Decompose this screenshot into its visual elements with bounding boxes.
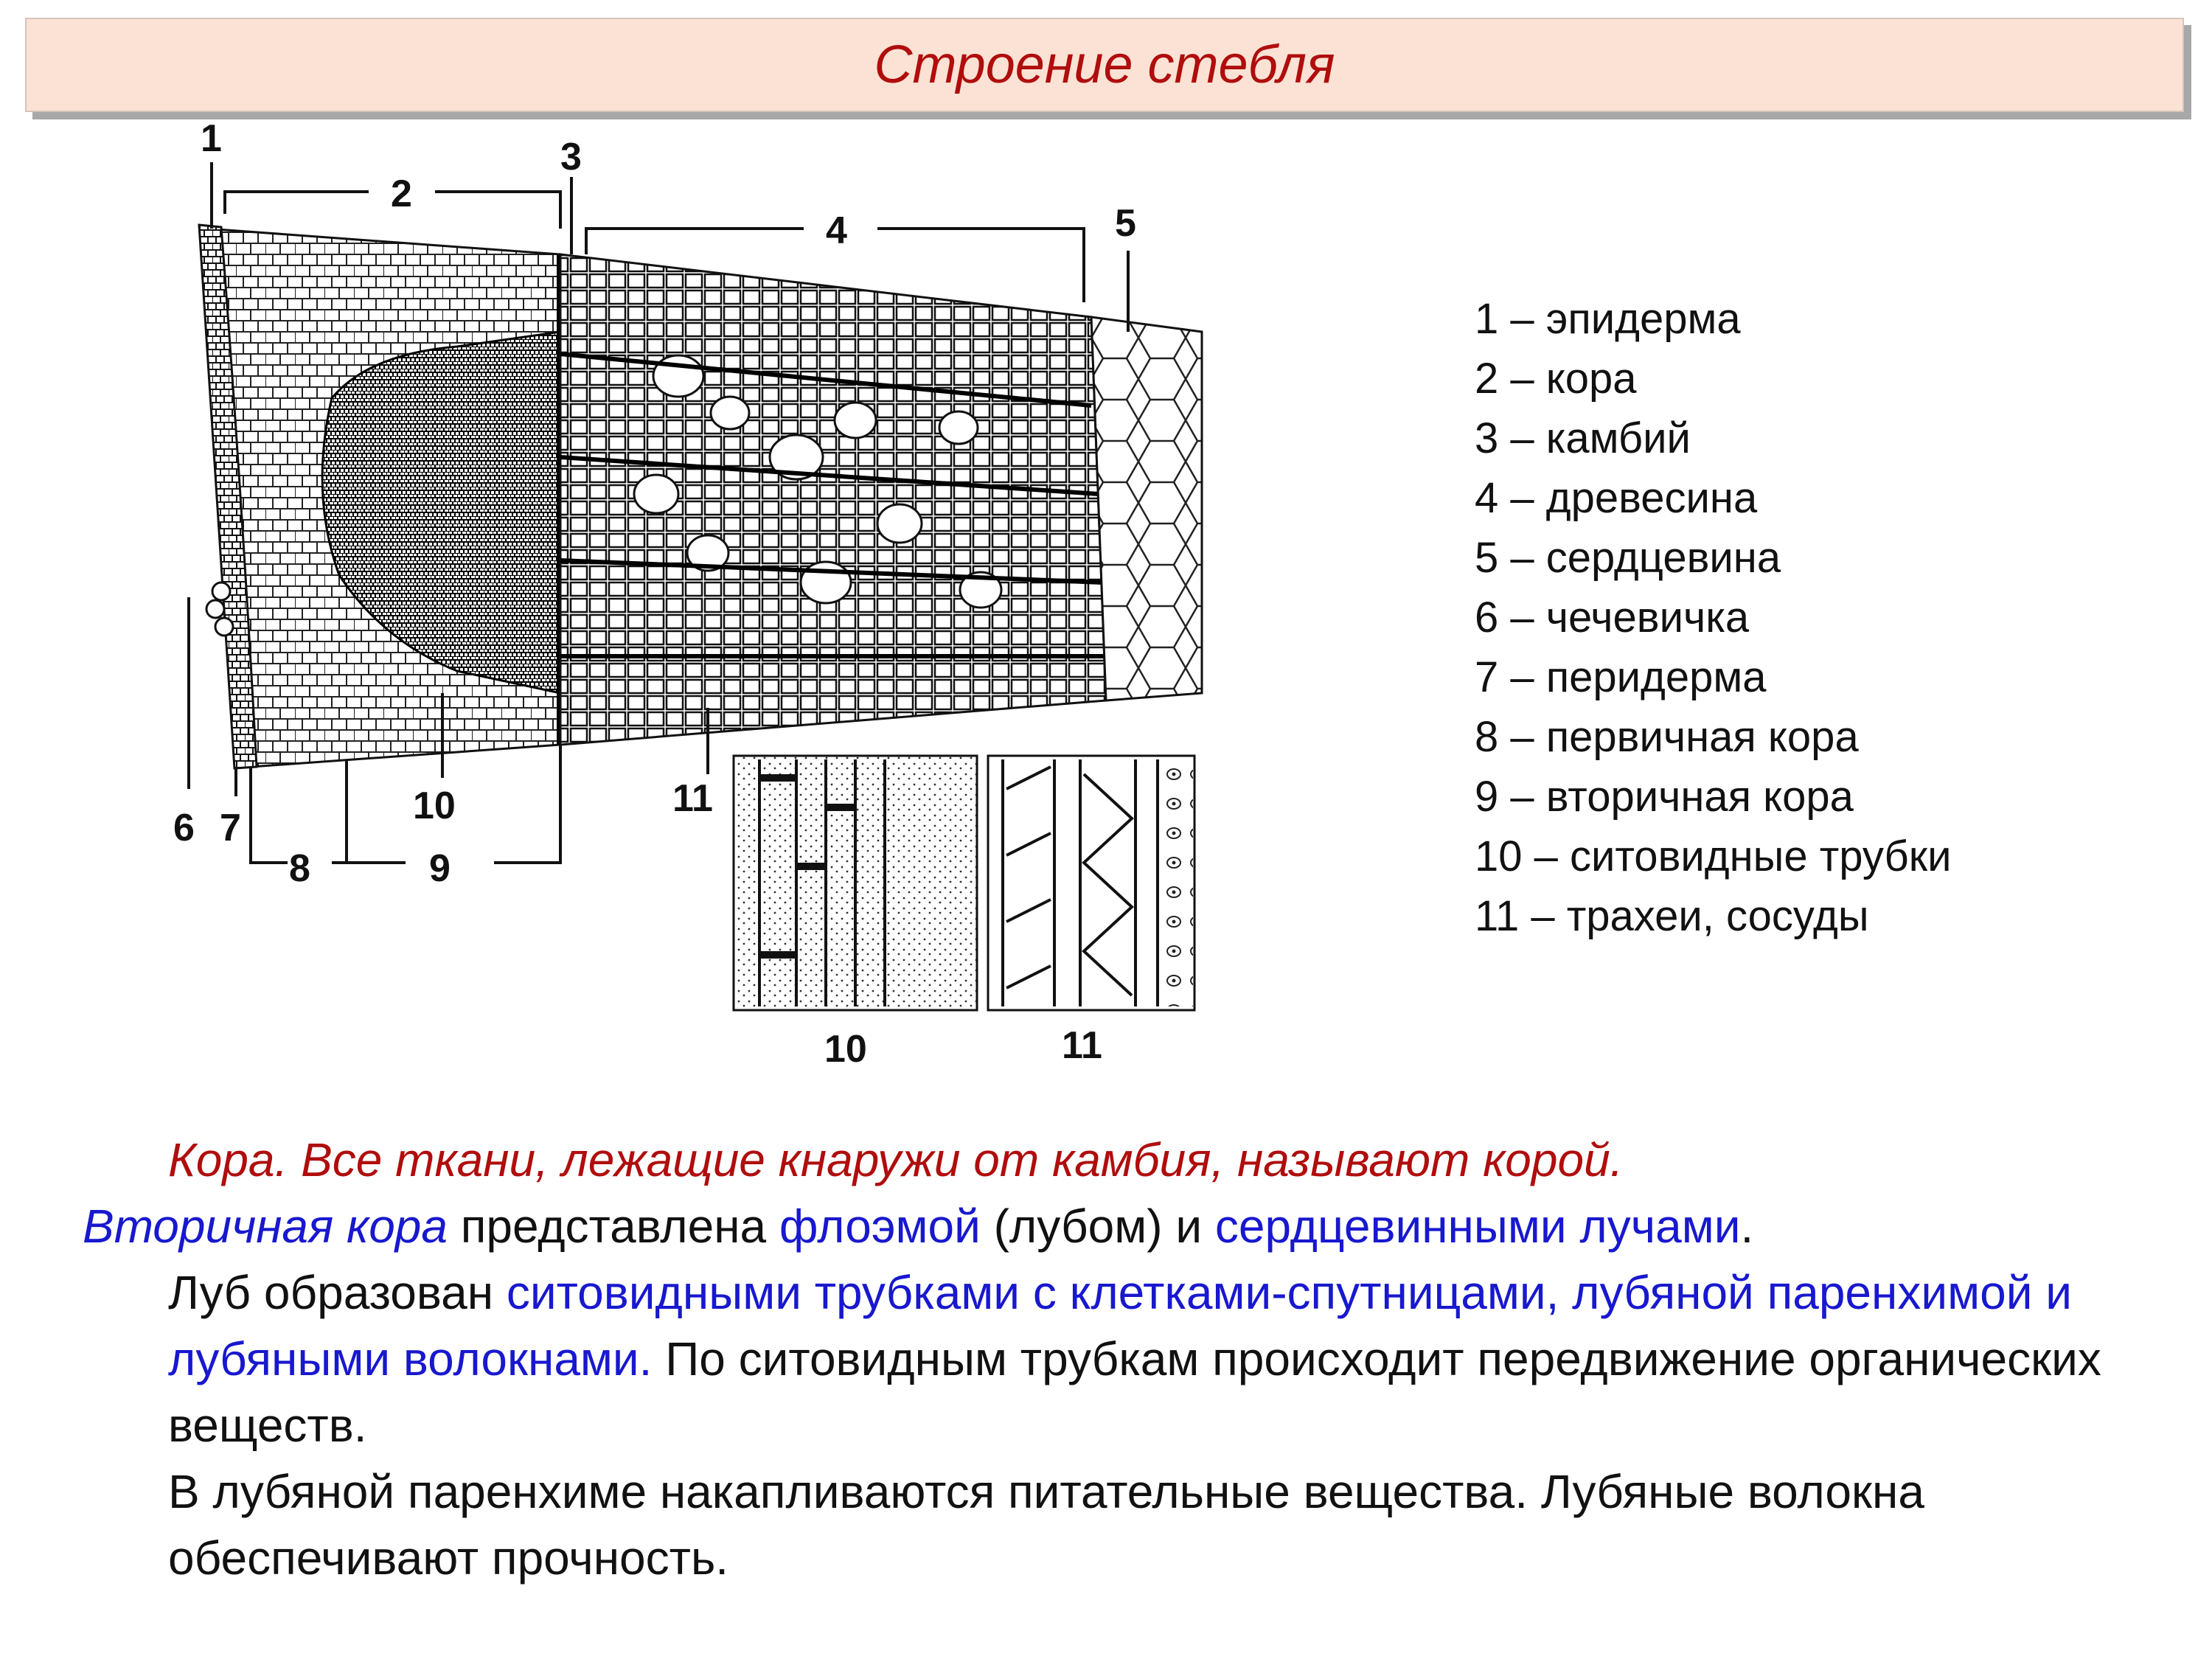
stem-illustration: 1 2 3 4 5 6 7 8 9 10 11 10 11 (173, 117, 1203, 1071)
figure-labels: 1 2 3 4 5 6 7 8 9 10 11 10 11 (173, 117, 1136, 1071)
legend-item: 9 – вторичная кора (1475, 773, 1854, 821)
paragraph-parenchyma: В лубяной паренхиме накапливаются питате… (168, 1465, 1924, 1585)
term-medullary-rays: сердцевинными лучами (1214, 1200, 1741, 1253)
text-fragment: Луб образован (168, 1266, 507, 1319)
stem-cross-section-figure: 1 2 3 4 5 6 7 8 9 10 11 10 11 (147, 111, 1217, 1077)
legend-item: 7 – перидерма (1475, 653, 1767, 701)
cross-section (198, 223, 1203, 770)
figure-label-8: 8 (289, 847, 310, 890)
figure-label-1: 1 (201, 117, 222, 160)
text-fragment: представлена (447, 1200, 779, 1253)
legend-item: 4 – древесина (1475, 474, 1758, 522)
text-fragment: . (1740, 1200, 1754, 1253)
paragraph-cortex-definition: Кора. Все ткани, лежащие кнаружи от камб… (83, 1127, 2147, 1193)
figure-label-2: 2 (391, 173, 412, 215)
figure-label-4: 4 (826, 209, 847, 252)
paragraph-secondary-cortex: Вторичная кора представлена флоэмой (луб… (83, 1193, 2147, 1259)
inset-detail (732, 754, 1196, 1012)
figure-label-6: 6 (173, 807, 195, 849)
figure-leader-lines (187, 162, 1130, 864)
figure-label-10: 10 (413, 785, 456, 827)
term-secondary-cortex: Вторичная кора (83, 1200, 448, 1253)
legend-item: 3 – камбий (1475, 414, 1691, 462)
cortex-definition: Кора. Все ткани, лежащие кнаружи от камб… (168, 1133, 1624, 1186)
body-text: Кора. Все ткани, лежащие кнаружи от камб… (83, 1127, 2147, 1591)
figure-label-11: 11 (672, 777, 713, 820)
figure-label-7: 7 (220, 807, 241, 849)
inset-label-11: 11 (1062, 1024, 1102, 1067)
legend-item: 6 – чечевичка (1475, 594, 1750, 641)
legend-item: 8 – первичная кора (1475, 713, 1859, 761)
figure-label-9: 9 (429, 847, 451, 890)
legend: 1 – эпидерма 2 – кора 3 – камбий 4 – дре… (1475, 289, 2138, 946)
legend-item: 5 – сердцевина (1475, 534, 1781, 582)
figure-label-5: 5 (1115, 202, 1136, 245)
legend-item: 10 – ситовидные трубки (1475, 832, 1952, 880)
title-bar: Строение стебля (25, 18, 2184, 112)
legend-item: 1 – эпидерма (1475, 295, 1741, 343)
paragraph-phloem: Луб образован ситовидными трубками с кле… (83, 1259, 2147, 1458)
text-fragment: (лубом) и (980, 1200, 1215, 1253)
text-fragment: По ситовидным трубкам происходит передви… (168, 1332, 2101, 1452)
page-title: Строение стебля (874, 35, 1335, 94)
term-phloem-components: ситовидными трубками с клетками-спутница… (168, 1266, 2072, 1385)
legend-item: 2 – кора (1475, 355, 1637, 403)
figure-label-3: 3 (560, 136, 582, 178)
term-phloem: флоэмой (779, 1200, 981, 1253)
inset-label-10: 10 (824, 1028, 867, 1071)
legend-item: 11 – трахеи, сосуды (1475, 892, 1869, 940)
